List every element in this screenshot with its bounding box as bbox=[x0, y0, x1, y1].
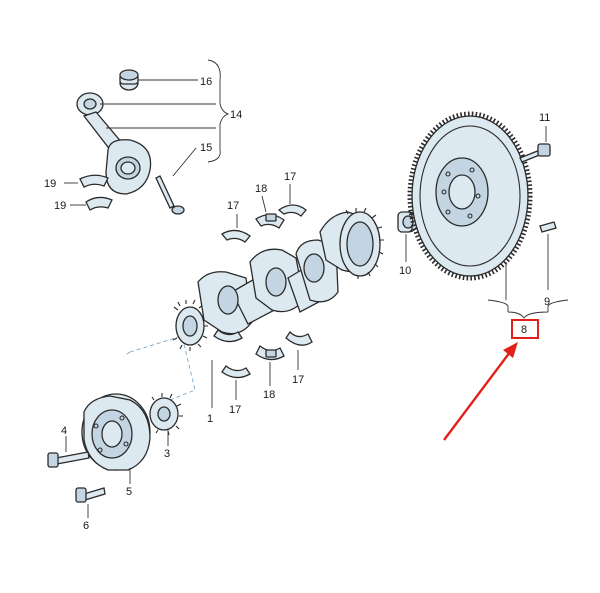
callout-17-upper-left: 17 bbox=[227, 200, 239, 212]
callout-17-lower-right: 17 bbox=[292, 374, 304, 386]
callout-14: 14 bbox=[230, 109, 242, 121]
main-bearing-shells-upper bbox=[221, 204, 307, 243]
crankshaft-timing-gear bbox=[172, 299, 208, 351]
callout-8: 8 bbox=[521, 324, 527, 336]
callout-19-lower: 19 bbox=[54, 200, 66, 212]
callout-6: 6 bbox=[83, 520, 89, 532]
callout-11: 11 bbox=[539, 112, 550, 124]
highlight-box bbox=[511, 319, 539, 339]
callout-1: 1 bbox=[207, 413, 213, 425]
dowel-pin bbox=[539, 221, 557, 233]
callout-17-lower-left: 17 bbox=[229, 404, 241, 416]
flywheel bbox=[407, 111, 533, 281]
callout-18-upper: 18 bbox=[255, 183, 267, 195]
main-bearing-shells-lower bbox=[213, 329, 313, 379]
conrod-bearing-shells bbox=[79, 174, 113, 211]
pulley-bolt bbox=[47, 451, 90, 468]
timing-belt-sprocket bbox=[149, 393, 183, 436]
callout-18-lower: 18 bbox=[263, 389, 275, 401]
flywheel-bolt bbox=[519, 143, 551, 163]
small-end-bushing bbox=[119, 69, 139, 91]
pulley-mounting-bolt bbox=[75, 487, 106, 503]
callout-15: 15 bbox=[200, 142, 212, 154]
callout-4: 4 bbox=[61, 425, 67, 437]
callout-9: 9 bbox=[544, 296, 550, 308]
connecting-rod-bolt bbox=[155, 175, 185, 215]
vibration-damper-pulley bbox=[81, 393, 151, 471]
callout-3: 3 bbox=[164, 448, 170, 460]
pilot-bearing bbox=[397, 211, 419, 233]
callout-5: 5 bbox=[126, 486, 132, 498]
callout-10: 10 bbox=[399, 265, 411, 277]
crankshaft bbox=[123, 207, 384, 409]
callout-17-upper-right: 17 bbox=[284, 171, 296, 183]
crankshaft-rear-gear bbox=[339, 207, 384, 279]
callout-19-upper: 19 bbox=[44, 178, 56, 190]
connecting-rod-assembly bbox=[76, 69, 185, 215]
callout-16: 16 bbox=[200, 76, 212, 88]
connecting-rod bbox=[76, 92, 152, 195]
red-pointer-arrow bbox=[443, 342, 518, 441]
flywheel-ring-gear-teeth bbox=[407, 111, 533, 281]
